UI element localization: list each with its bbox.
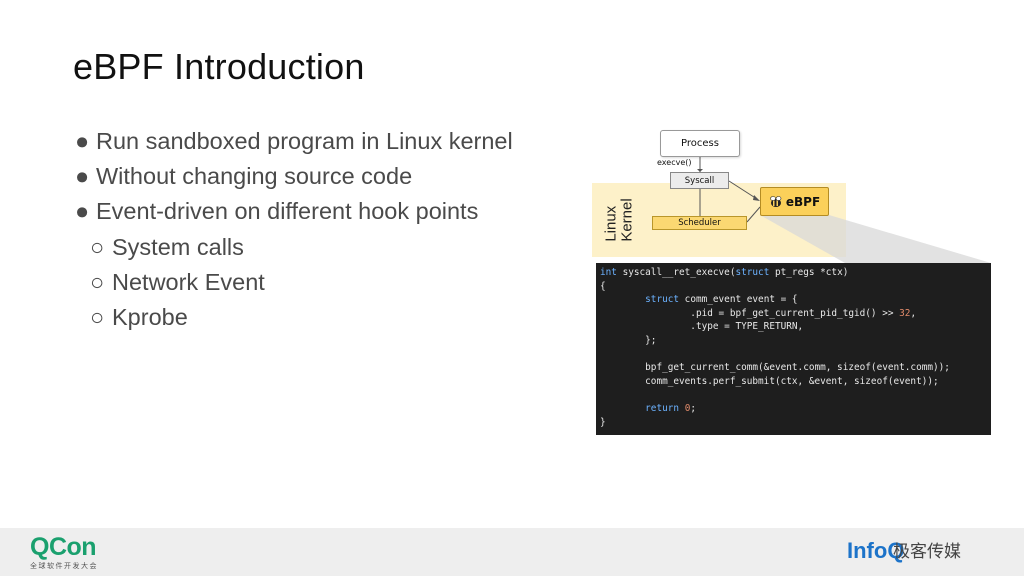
code-text: syscall__ret_execve( xyxy=(616,267,736,278)
code-line: comm_events.perf_submit(ctx, &event, siz… xyxy=(600,375,991,389)
bullet-text: Event-driven on different hook points xyxy=(96,198,479,225)
bullet-dot: ● xyxy=(75,128,90,154)
qcon-logo: QCon xyxy=(30,533,97,561)
infoq-cn-logo: 极客传媒 xyxy=(893,542,961,562)
code-line: struct comm_event event = { xyxy=(600,293,991,307)
code-line: }; xyxy=(600,334,991,348)
scheduler-label: Scheduler xyxy=(678,218,721,228)
slide-title: eBPF Introduction xyxy=(73,46,365,87)
code-line: bpf_get_current_comm(&event.comm, sizeof… xyxy=(600,361,991,375)
code-line: { xyxy=(600,280,991,294)
process-label: Process xyxy=(681,138,719,149)
footer-bar xyxy=(0,528,1024,576)
code-line xyxy=(600,348,991,362)
sub-bullet-circle: ○ xyxy=(90,303,105,330)
code-text: comm_event event = { xyxy=(679,294,798,306)
code-text: }; xyxy=(600,334,657,346)
bullet-item: ●Run sandboxed program in Linux kernel xyxy=(75,124,575,159)
code-keyword: struct xyxy=(735,267,770,278)
kernel-label: Linux Kernel xyxy=(596,186,644,254)
code-text: { xyxy=(600,280,606,292)
code-text: .pid = bpf_get_current_pid_tgid() >> xyxy=(600,307,900,319)
code-number: 0 xyxy=(684,402,691,414)
code-line: } xyxy=(600,416,991,430)
code-keyword: int xyxy=(600,267,617,278)
infoq-logo: InfoQ xyxy=(847,538,905,563)
code-keyword: return xyxy=(600,402,680,414)
code-text: .type = TYPE_RETURN, xyxy=(600,321,804,333)
bullet-text: Without changing source code xyxy=(96,163,413,190)
ebpf-box: eBPF xyxy=(760,187,829,216)
code-line: int syscall__ret_execve(struct pt_regs *… xyxy=(600,266,991,280)
code-line: .pid = bpf_get_current_pid_tgid() >> 32, xyxy=(600,307,991,321)
sub-bullet-item: ○ Kprobe xyxy=(75,300,575,335)
code-line xyxy=(600,388,991,402)
ebpf-label: eBPF xyxy=(785,194,821,209)
code-panel: int syscall__ret_execve(struct pt_regs *… xyxy=(596,263,991,435)
code-text: pt_regs *ctx) xyxy=(769,267,849,278)
qcon-subtitle: 全球软件开发大会 xyxy=(30,562,98,570)
sub-bullet-circle: ○ xyxy=(90,268,105,295)
code-text: comm_events.perf_submit(ctx, &event, siz… xyxy=(600,375,939,387)
bullet-item: ●Without changing source code xyxy=(75,159,575,194)
code-number: 32 xyxy=(899,307,911,319)
process-box: Process xyxy=(660,130,740,157)
code-text: , xyxy=(910,307,917,319)
bullet-item: ●Event-driven on different hook points xyxy=(75,194,575,229)
bullet-dot: ● xyxy=(75,198,90,225)
bullet-text: Network Event xyxy=(112,268,265,295)
sub-bullet-item: ○ Network Event xyxy=(75,265,575,300)
bullet-text: Kprobe xyxy=(112,303,188,330)
code-line: .type = TYPE_RETURN, xyxy=(600,320,991,334)
bullet-text: Run sandboxed program in Linux kernel xyxy=(96,128,513,154)
code-keyword: struct xyxy=(600,294,680,306)
bullet-text: System calls xyxy=(112,233,244,260)
bullet-dot: ● xyxy=(75,163,90,190)
kernel-label-line1: Linux xyxy=(602,205,620,242)
syscall-label: Syscall xyxy=(684,175,715,186)
syscall-box: Syscall xyxy=(670,172,729,189)
kernel-label-line2: Kernel xyxy=(618,198,636,242)
bullet-list: ●Run sandboxed program in Linux kernel ●… xyxy=(75,124,575,335)
scheduler-box: Scheduler xyxy=(652,216,747,230)
code-text: } xyxy=(600,416,606,428)
code-text: ; xyxy=(690,402,696,414)
sub-bullet-circle: ○ xyxy=(90,233,105,260)
execve-label: execve() xyxy=(657,158,692,167)
code-text: bpf_get_current_comm(&event.comm, sizeof… xyxy=(600,362,950,374)
sub-bullet-item: ○ System calls xyxy=(75,230,575,265)
code-line: return 0; xyxy=(600,402,991,416)
bee-icon xyxy=(770,195,782,207)
